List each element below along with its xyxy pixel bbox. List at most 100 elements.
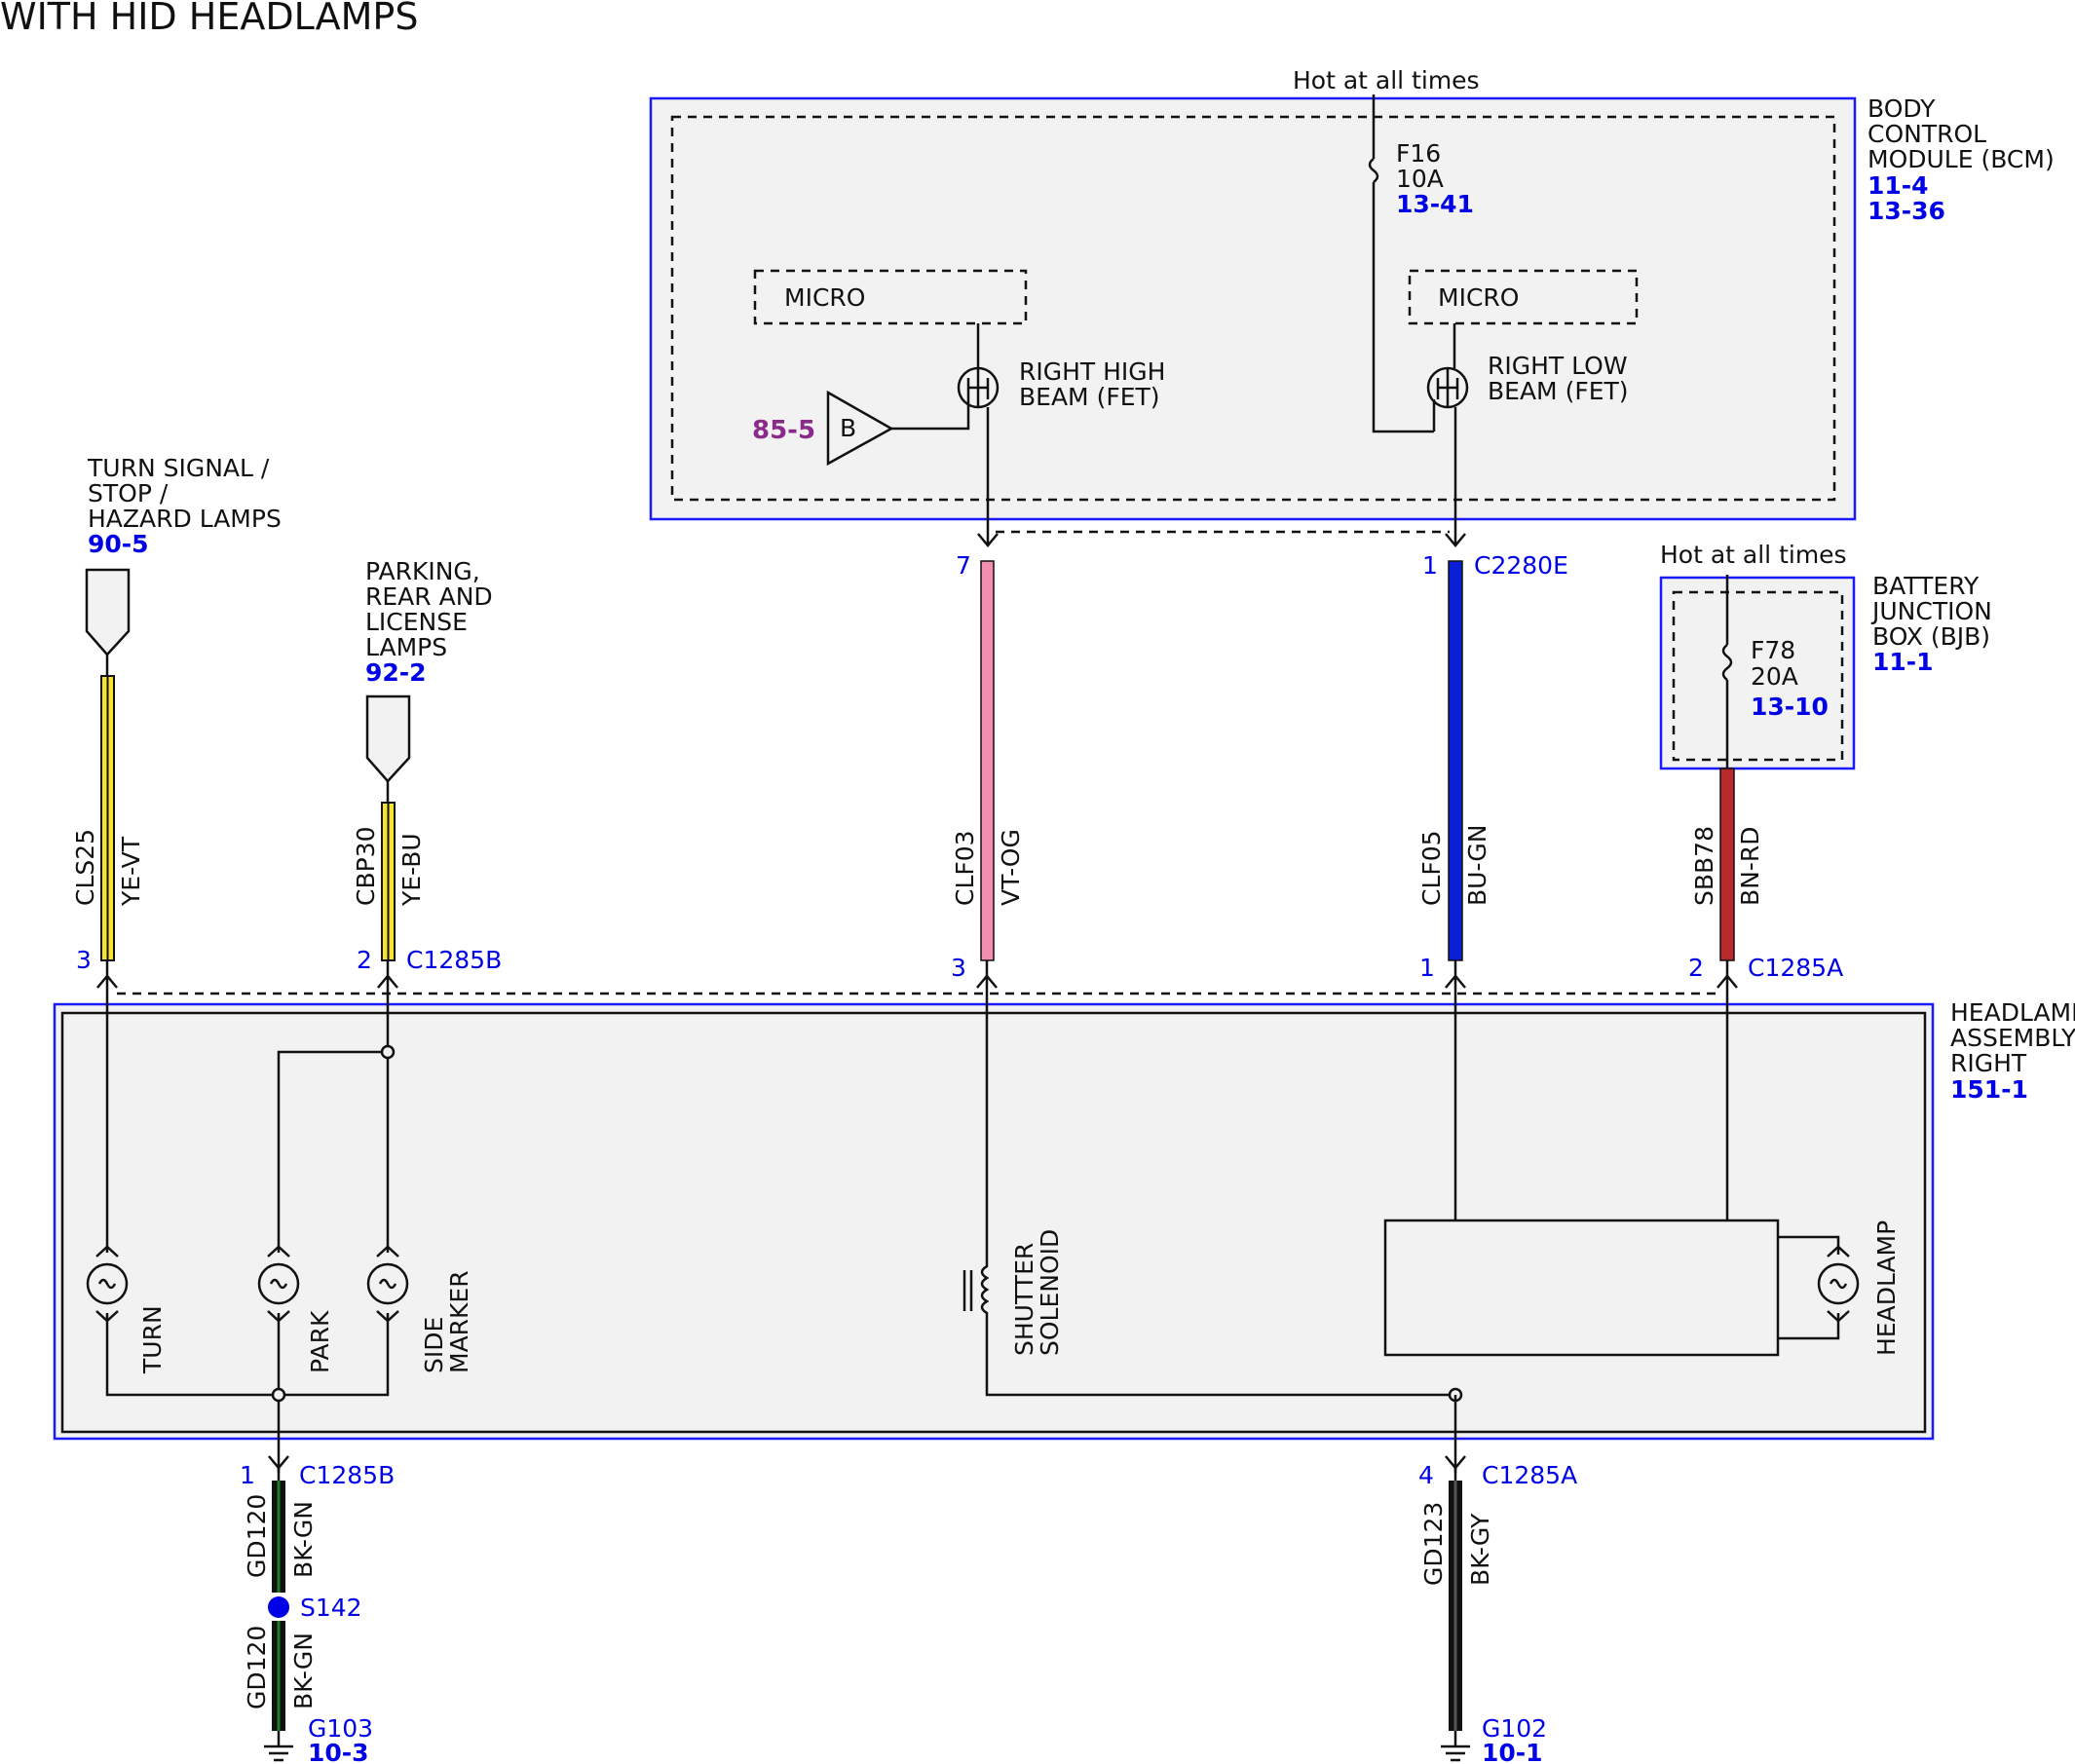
bjb-ref: 11-1	[1872, 648, 1934, 676]
micro-right-label: MICRO	[1438, 283, 1519, 312]
fet-low-label-2: BEAM (FET)	[1488, 377, 1629, 405]
fet-high-label-2: BEAM (FET)	[1019, 383, 1160, 411]
wire-cbp30-circuit: CBP30	[352, 827, 380, 907]
ground-g103-ref: 10-3	[308, 1739, 369, 1764]
bcm-ref-1: 11-4	[1868, 171, 1929, 200]
headlamp-assembly: HEADLAMP ASSEMBLY, RIGHT 151-1 TURN PARK…	[53, 998, 2075, 1473]
wire-clf05: CLF05 BU-GN	[1417, 560, 1491, 961]
bjb-name-3: BOX (BJB)	[1872, 622, 1990, 651]
turn-bulb-icon	[86, 1262, 129, 1305]
bjb-name-2: JUNCTION	[1870, 597, 1992, 625]
wire-clf03: CLF03 VT-OG	[951, 560, 1025, 961]
c2280e-pin1: 1	[1422, 551, 1438, 580]
c2280e-pin7: 7	[956, 551, 971, 580]
c1285b-pin3: 3	[76, 946, 92, 974]
buffer-b-icon	[826, 390, 894, 467]
wire-cls25-circuit: CLS25	[71, 829, 99, 906]
fet-low-label-1: RIGHT LOW	[1488, 352, 1628, 380]
wire-gd120-b-color: BK-GN	[289, 1633, 318, 1709]
bjb-hot-label: Hot at all times	[1660, 541, 1847, 569]
headlamp-assy-name-3: RIGHT	[1950, 1049, 2027, 1077]
bcm-name-1: BODY	[1868, 94, 1936, 123]
c2280e-pin7-icon	[977, 533, 999, 547]
c2280e-pin1-icon	[1445, 533, 1466, 547]
side-marker-label-2: MARKER	[445, 1270, 473, 1373]
wire-gd123-color: BK-GY	[1466, 1513, 1494, 1586]
micro-right-box	[1408, 269, 1639, 325]
micro-left-label: MICRO	[784, 283, 865, 312]
fuse-f78-rating: 20A	[1751, 662, 1798, 691]
wire-sbb78-body	[1719, 768, 1735, 961]
c2280e-label: C2280E	[1474, 551, 1568, 580]
park-bulb-icon	[257, 1262, 300, 1305]
c1285b-bottom-label: C1285B	[299, 1461, 395, 1489]
bjb-inner	[1672, 590, 1844, 762]
diagram-title: WITH HID HEADLAMPS	[0, 0, 418, 38]
turn-source: TURN SIGNAL / STOP / HAZARD LAMPS 90-5	[85, 454, 282, 657]
wire-gd120-a-circuit: GD120	[243, 1494, 271, 1578]
wire-clf03-body	[980, 560, 995, 961]
ground-g103-branch: 1 C1285B GD120 BK-GN S142 GD120 BK-GN G1…	[240, 1455, 395, 1764]
buffer-b-label: B	[840, 414, 856, 442]
shutter-label-1: SHUTTER	[1010, 1243, 1038, 1356]
turn-source-connector-icon	[85, 568, 131, 657]
wire-clf03-color: VT-OG	[997, 829, 1025, 906]
park-source-line-3: LICENSE	[365, 608, 468, 636]
bjb-module: Hot at all times BATTERY JUNCTION BOX (B…	[1659, 541, 1992, 770]
park-source-line-4: LAMPS	[365, 633, 447, 661]
wire-cbp30: CBP30 YE-BU	[352, 781, 426, 961]
bcm-name-3: MODULE (BCM)	[1868, 145, 2055, 173]
c1285a-label: C1285A	[1748, 954, 1843, 982]
c1285b-pin1: 1	[240, 1461, 255, 1489]
shutter-label-2: SOLENOID	[1036, 1229, 1064, 1356]
side-marker-bulb-icon	[366, 1262, 409, 1305]
turn-label: TURN	[138, 1305, 167, 1374]
fuse-f78-ref: 13-10	[1751, 693, 1829, 721]
wire-cbp30-color: YE-BU	[397, 833, 426, 907]
headlamp-assy-name-1: HEADLAMP	[1950, 998, 2075, 1027]
hid-ballast-box	[1383, 1219, 1780, 1357]
wire-clf05-color: BU-GN	[1463, 825, 1491, 906]
c1285a-pin4: 4	[1418, 1461, 1434, 1489]
connector-c1285-top: 3 2 C1285B 3 1 2 C1285A	[76, 946, 1843, 1003]
c1285b-label: C1285B	[406, 946, 502, 974]
headlamp-assy-name-2: ASSEMBLY,	[1950, 1024, 2075, 1052]
headlamp-bulb-icon	[1817, 1262, 1860, 1305]
bcm-ref-2: 13-36	[1868, 197, 1945, 225]
bjb-name-1: BATTERY	[1872, 572, 1980, 600]
turn-source-line-2: STOP /	[88, 479, 169, 507]
bcm-hot-label: Hot at all times	[1293, 66, 1480, 94]
ground-g102-icon	[1441, 1731, 1470, 1762]
headlamp-assy-ref: 151-1	[1950, 1075, 2028, 1104]
wire-gd120-a-color: BK-GN	[289, 1501, 318, 1578]
bcm-name-2: CONTROL	[1868, 120, 1986, 148]
park-source-connector-icon	[365, 694, 411, 783]
park-source-line-2: REAR AND	[365, 582, 493, 611]
micro-left-box	[753, 269, 1028, 325]
wire-sbb78-circuit: SBB78	[1690, 826, 1718, 906]
splice-s142-label: S142	[300, 1594, 362, 1622]
wire-clf05-circuit: CLF05	[1417, 830, 1446, 906]
fuse-f16-rating: 10A	[1396, 165, 1444, 193]
park-label: PARK	[306, 1310, 334, 1373]
fuse-f78-icon	[1721, 644, 1733, 681]
wire-gd123-circuit: GD123	[1419, 1502, 1448, 1586]
buffer-b-ref: 85-5	[752, 416, 815, 445]
shutter-solenoid-icon	[980, 1003, 1455, 1397]
wire-clf05-body	[1448, 560, 1463, 961]
wire-sbb78-color: BN-RD	[1736, 827, 1764, 907]
wire-cls25: CLS25 YE-VT	[71, 655, 145, 961]
ground-g103-icon	[264, 1731, 293, 1762]
wire-gd120-b-circuit: GD120	[243, 1626, 271, 1709]
fuse-f16-name: F16	[1396, 139, 1441, 168]
wire-clf03-circuit: CLF03	[951, 830, 979, 906]
park-source-line-1: PARKING,	[365, 557, 480, 585]
fuse-f78-name: F78	[1751, 636, 1795, 664]
fuse-f16-icon	[1368, 158, 1379, 183]
fet-high-label-1: RIGHT HIGH	[1019, 357, 1165, 386]
side-marker-label-1: SIDE	[420, 1317, 448, 1373]
c1285a-bottom-label: C1285A	[1482, 1461, 1577, 1489]
c1285a-pin2: 2	[1688, 954, 1704, 982]
ground-g102-branch: 4 C1285A GD123 BK-GY G102 10-1	[1418, 1455, 1577, 1764]
